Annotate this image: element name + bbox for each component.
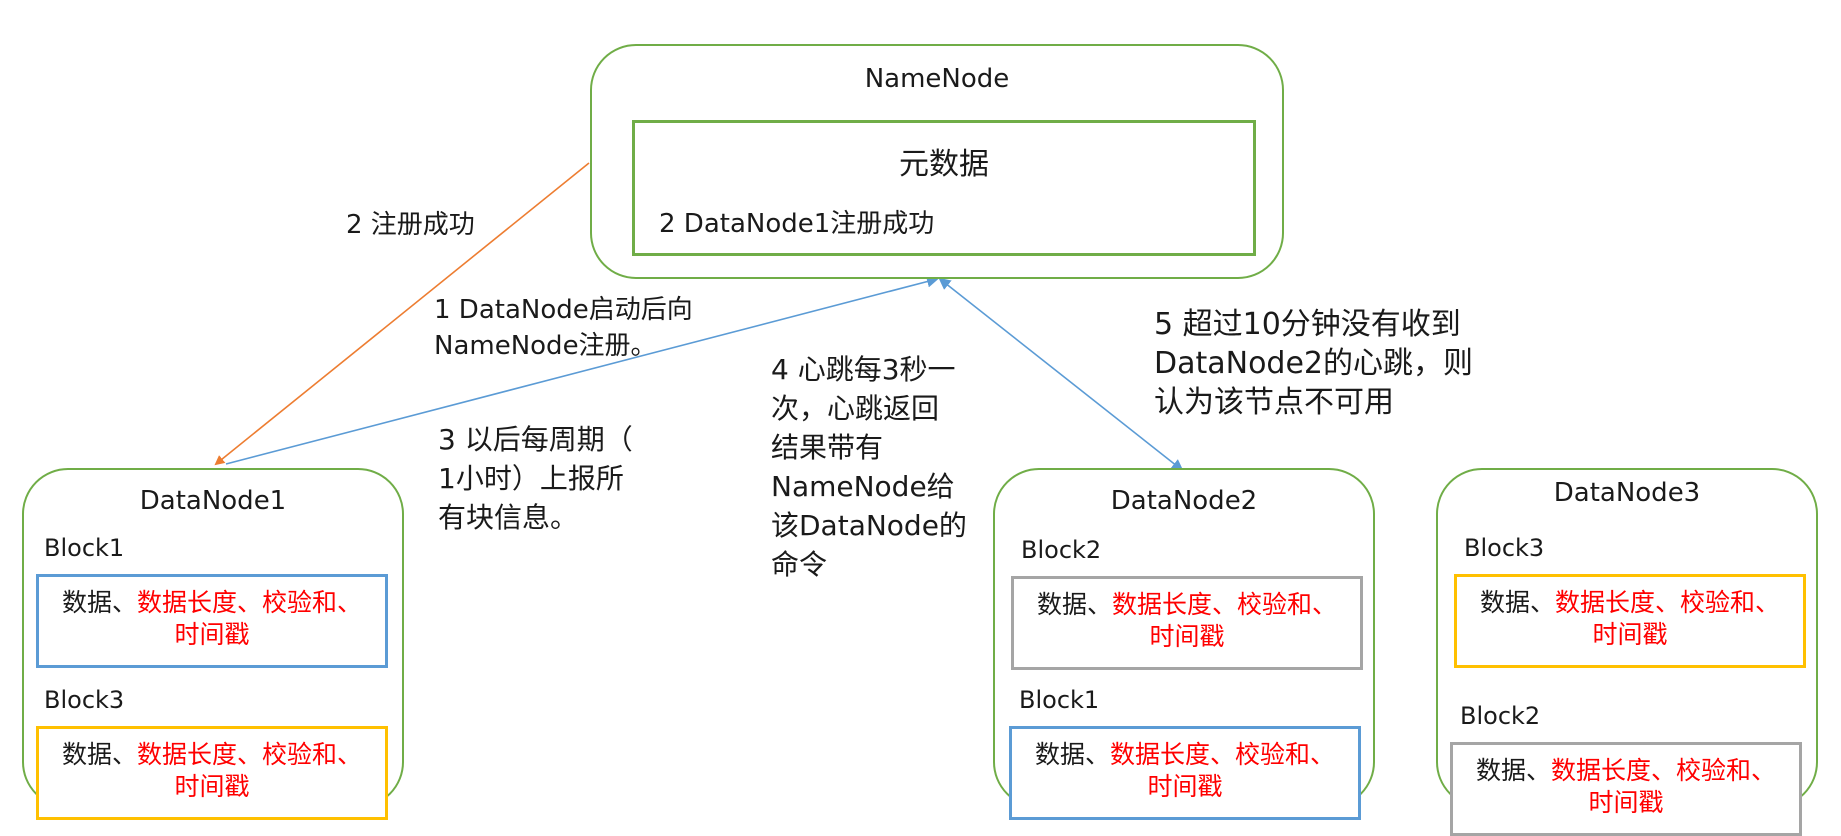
datanode3-title: DataNode3 <box>1553 478 1701 508</box>
datanode2-block1-content: 数据、数据长度、校验和、 时间戳 <box>1009 726 1361 820</box>
timeout-label: 5 超过10分钟没有收到 DataNode2的心跳，则 认为该节点不可用 <box>1154 307 1474 420</box>
datanode1-block3-content: 数据、数据长度、校验和、 时间戳 <box>36 726 388 820</box>
datanode1-block1-content: 数据、数据长度、校验和、 时间戳 <box>36 574 388 668</box>
namenode-title: NameNode <box>864 64 1010 94</box>
register-request-arrow <box>225 275 939 465</box>
periodic-report-label: 3 以后每周期（ 1小时）上报所 有块信息。 <box>438 423 633 534</box>
startup-register-label: 1 DataNode启动后向 NameNode注册。 <box>434 295 693 361</box>
datanode1-block3-label: Block3 <box>44 686 125 714</box>
heartbeat-label: 4 心跳每3秒一 次，心跳返回 结果带有 NameNode给 该DataNode… <box>771 353 967 581</box>
datanode3-block3-label: Block3 <box>1464 534 1545 562</box>
heartbeat-arrow <box>938 277 1184 472</box>
metadata-entry: 2 DataNode1注册成功 <box>659 209 935 239</box>
datanode3-box: DataNode3 Block3 数据、数据长度、校验和、 时间戳 Block2… <box>1436 468 1818 836</box>
datanode2-block1-label: Block1 <box>1019 686 1100 714</box>
datanode2-block2-label: Block2 <box>1021 536 1102 564</box>
datanode2-block2-content: 数据、数据长度、校验和、 时间戳 <box>1011 576 1363 670</box>
datanode3-block2-label: Block2 <box>1460 702 1541 730</box>
datanode1-box: DataNode1 Block1 数据、数据长度、校验和、 时间戳 Block3… <box>22 468 404 820</box>
arrows-layer <box>214 162 1184 472</box>
register-success-label: 2 注册成功 <box>346 210 475 240</box>
metadata-title: 元数据 <box>899 147 989 182</box>
register-success-arrow <box>214 162 590 466</box>
datanode3-block2-content: 数据、数据长度、校验和、 时间戳 <box>1450 742 1802 836</box>
datanode2-title: DataNode2 <box>1110 486 1258 516</box>
datanode3-block3-content: 数据、数据长度、校验和、 时间戳 <box>1454 574 1806 668</box>
metadata-box: 元数据 2 DataNode1注册成功 <box>632 120 1256 256</box>
namenode-box: NameNode 元数据 2 DataNode1注册成功 <box>590 44 1284 279</box>
datanode1-block1-label: Block1 <box>44 534 125 562</box>
datanode1-title: DataNode1 <box>139 486 287 516</box>
datanode2-box: DataNode2 Block2 数据、数据长度、校验和、 时间戳 Block1… <box>993 468 1375 820</box>
